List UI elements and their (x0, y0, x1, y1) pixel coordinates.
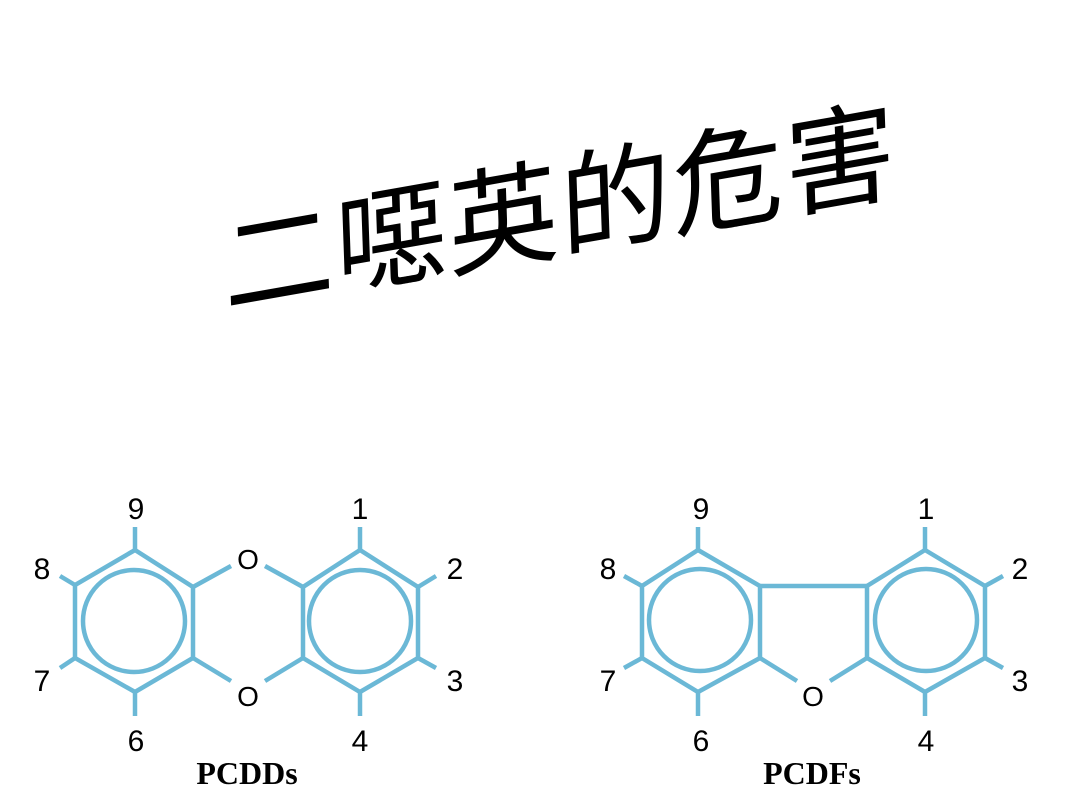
position-label-1: 1 (352, 493, 369, 526)
position-label-4: 4 (352, 725, 369, 758)
position-label-2: 2 (1012, 553, 1029, 586)
position-label-4: 4 (918, 725, 935, 758)
pcdd-name: PCDDs (196, 755, 297, 791)
pcdf-structure: O 1 2 3 4 6 7 8 9 PCDFs (600, 493, 1029, 791)
pcdf-right-ring (864, 527, 1005, 716)
position-label-2: 2 (447, 553, 464, 586)
position-label-1: 1 (918, 493, 935, 526)
position-label-9: 9 (128, 493, 145, 526)
position-label-6: 6 (693, 725, 710, 758)
pcdd-left-ring (58, 527, 196, 716)
pcdd-right-ring (300, 527, 438, 716)
position-label-6: 6 (128, 725, 145, 758)
position-label-3: 3 (1012, 665, 1029, 698)
oxygen-label: O (237, 544, 259, 575)
position-label-9: 9 (693, 493, 710, 526)
position-label-7: 7 (34, 665, 51, 698)
oxygen-label: O (802, 681, 824, 712)
position-label-7: 7 (600, 665, 617, 698)
position-label-3: 3 (447, 665, 464, 698)
position-label-8: 8 (34, 553, 51, 586)
pcdf-name: PCDFs (763, 755, 861, 791)
pcdd-structure: O O 1 2 3 4 6 7 8 9 PCDDs (34, 493, 464, 791)
position-label-8: 8 (600, 553, 617, 586)
pcdf-left-ring (622, 527, 763, 716)
oxygen-label: O (237, 681, 259, 712)
